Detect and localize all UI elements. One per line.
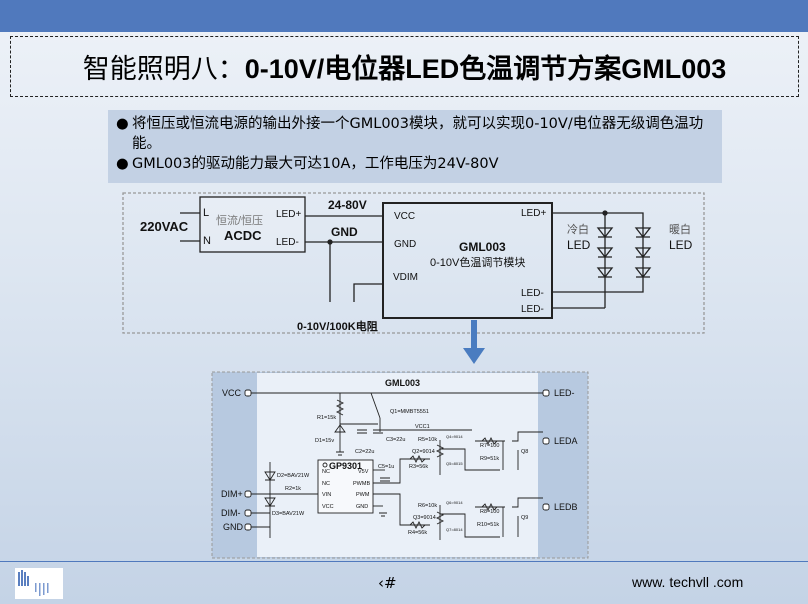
schematic-canvas: [257, 373, 538, 557]
part-label: Q3=9014: [413, 515, 436, 521]
part-label: R9=51k: [480, 456, 499, 462]
port-label: DIM-: [221, 508, 241, 518]
part-label: Q4=9014: [446, 434, 463, 439]
module-led-pos: LED+: [521, 208, 546, 219]
page-title: 智能照明八： 0-10V/电位器LED色温调节方案GML003: [10, 36, 799, 97]
part-label: C2=22u: [355, 449, 374, 455]
voltage-label: 24-80V: [328, 198, 367, 212]
block-diagram-frame: [122, 192, 705, 334]
ic-pin: NC: [322, 481, 330, 487]
bullet-icon: ●: [116, 156, 129, 172]
part-label: R2=1k: [285, 486, 301, 492]
port-dim-neg: [244, 509, 252, 517]
port-label: VCC: [222, 388, 242, 398]
part-label: D3=BAV21W: [272, 511, 305, 517]
part-label: R3=56k: [409, 464, 428, 470]
psu-name: ACDC: [224, 228, 262, 243]
schematic: GML003 VCC LED- DIM+ DIM- GND LEDA LEDB …: [211, 371, 589, 559]
part-label: VCC1: [415, 424, 430, 430]
part-label: C5=1u: [378, 464, 394, 470]
down-arrow-icon: [463, 320, 485, 364]
part-label: Q2=9014: [412, 449, 435, 455]
bullet-text: GML003的驱动能力最大可达10A，工作电压为24V-80V: [132, 156, 499, 172]
schematic-title: GML003: [385, 378, 420, 388]
module-pin-vcc: VCC: [394, 211, 415, 222]
part-label: Q5=8015: [446, 461, 463, 466]
warm-led-string: [634, 227, 652, 279]
bullet-text: 将恒压或恒流电源的输出外接一个GML003模块，就可以实现0-10V/电位器无级…: [132, 116, 704, 152]
part-label: Q1=MMBT5551: [390, 409, 429, 415]
acdc-box: [199, 196, 306, 253]
bullet-item: ●将恒压或恒流电源的输出外接一个GML003模块，就可以实现0-10V/电位器无…: [116, 114, 714, 154]
waveform-logo-icon: [18, 570, 49, 596]
port-label: LEDB: [554, 502, 578, 512]
port-label: LEDA: [554, 436, 578, 446]
port-vcc: [244, 389, 252, 397]
dim-label: 0-10V/100K电阻: [297, 319, 378, 333]
ic-pin: GND: [356, 504, 368, 510]
cold-led-label-2: LED: [567, 238, 591, 252]
gml003-module-box: [382, 202, 553, 319]
ic-pin: PWM: [356, 492, 370, 498]
part-label: R10=51k: [477, 522, 499, 528]
part-label: R5=10k: [418, 437, 437, 443]
psu-led-pos: LED+: [276, 209, 301, 220]
part-label: Q7=8014: [446, 527, 463, 532]
ic-pin: V5V: [358, 469, 369, 475]
warm-led-label: 暖白: [669, 222, 691, 236]
ac-input-label: 220VAC: [140, 219, 189, 234]
bullet-item: ●GML003的驱动能力最大可达10A，工作电压为24V-80V: [116, 154, 714, 174]
gp9301-chip: [317, 459, 374, 514]
page-number: ‹#: [378, 574, 397, 592]
ic-name: GP9301: [329, 461, 362, 471]
port-label: GND: [223, 522, 244, 532]
part-label: Q6=9014: [446, 500, 463, 505]
part-label: Q8: [521, 449, 528, 455]
footer-divider: [0, 561, 808, 562]
gnd-label: GND: [331, 225, 358, 239]
part-label: R7=100: [480, 443, 499, 449]
module-pin-gnd: GND: [394, 239, 416, 250]
bullet-icon: ●: [116, 116, 129, 132]
warm-led-label-2: LED: [669, 238, 693, 252]
part-label: R1=15k: [317, 415, 336, 421]
psu-type: 恒流/恒压: [216, 213, 263, 227]
port-gnd: [244, 523, 252, 531]
ic-pin: VCC: [322, 504, 334, 510]
ic-pin: PWMB: [353, 481, 370, 487]
ic-pin: VIN: [322, 492, 331, 498]
company-logo: [15, 568, 63, 599]
psu-pin-l: L: [203, 207, 209, 219]
port-led-neg: [542, 389, 550, 397]
top-bar: [0, 0, 808, 32]
module-led-neg-2: LED-: [521, 304, 544, 315]
title-main: 0-10V/电位器LED色温调节方案GML003: [244, 54, 727, 84]
cold-led-label: 冷白: [567, 222, 589, 236]
part-label: D1=15v: [315, 438, 334, 444]
psu-led-neg: LED-: [276, 237, 299, 248]
ic-pin: NC: [322, 469, 330, 475]
port-leda: [542, 437, 550, 445]
block-diagram: [122, 192, 705, 334]
cold-led-string: [596, 227, 614, 279]
part-label: C3=22u: [386, 437, 405, 443]
port-label: LED-: [554, 388, 575, 398]
bullet-list: ●将恒压或恒流电源的输出外接一个GML003模块，就可以实现0-10V/电位器无…: [108, 110, 722, 183]
port-ledb: [542, 503, 550, 511]
website-url: www. techvll .com: [632, 574, 744, 590]
module-pin-vdim: VDIM: [393, 272, 418, 283]
module-desc: 0-10V色温调节模块: [430, 255, 525, 269]
psu-pin-n: N: [203, 235, 211, 247]
module-led-neg-1: LED-: [521, 288, 544, 299]
part-label: Q9: [521, 515, 528, 521]
part-label: R6=10k: [418, 503, 437, 509]
module-name: GML003: [459, 240, 506, 254]
part-label: R8=100: [480, 509, 499, 515]
port-dim-pos: [244, 490, 252, 498]
port-label: DIM+: [221, 489, 243, 499]
title-prefix: 智能照明八：: [82, 54, 245, 85]
part-label: R4=56k: [408, 530, 427, 536]
part-label: D2=BAV21W: [277, 473, 310, 479]
